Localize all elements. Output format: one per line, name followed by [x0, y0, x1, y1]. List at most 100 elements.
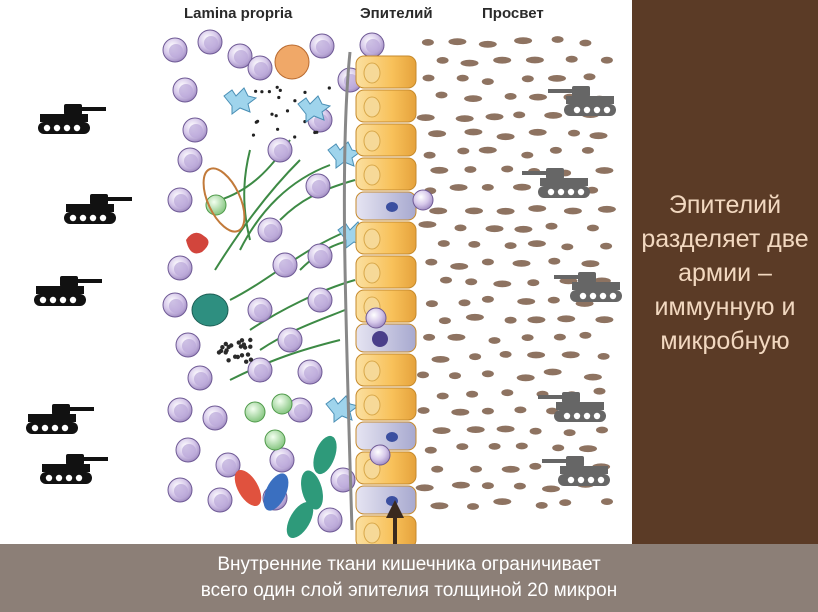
stromal-fibers: [214, 139, 361, 381]
bacterium: [579, 445, 597, 453]
bacterium: [586, 224, 599, 232]
granule: [241, 342, 247, 347]
bacterium: [465, 313, 484, 321]
particle: [327, 86, 331, 90]
bacterium: [421, 39, 434, 46]
bacterium: [425, 258, 438, 266]
tank-icon: [538, 392, 606, 422]
bacterium: [496, 425, 515, 433]
bacterium: [481, 295, 494, 303]
tank-icon: [554, 272, 622, 302]
tank-icon: [34, 276, 102, 306]
cell-nucleus: [363, 228, 381, 250]
effector-cell: [313, 435, 337, 475]
bacterium: [424, 446, 437, 454]
green-cell: [264, 429, 286, 451]
bacterium: [417, 371, 429, 379]
bacterium: [547, 296, 560, 304]
lymphocyte: [365, 307, 387, 329]
bacterium: [517, 298, 536, 305]
bacterium: [466, 426, 485, 433]
granule: [248, 337, 253, 343]
bacterium: [449, 372, 461, 380]
bacterium: [435, 91, 448, 99]
bacterium: [583, 73, 596, 81]
bacterium: [521, 75, 534, 83]
bacterium: [551, 36, 564, 43]
message-panel: Эпителий разделяет две армии – иммунную …: [632, 0, 818, 546]
bacterium: [568, 129, 580, 137]
bacterium: [501, 165, 514, 173]
bacterium: [521, 334, 534, 341]
bacterium: [561, 243, 574, 251]
bacterium: [601, 498, 613, 505]
cell-nucleus: [363, 522, 381, 544]
particle: [251, 133, 256, 137]
lumen-bacteria: [415, 36, 616, 510]
bacterium: [581, 147, 594, 154]
bacterium: [528, 128, 547, 136]
bacterium: [464, 128, 483, 136]
bacterium: [465, 207, 483, 215]
bacterium: [501, 465, 520, 473]
bacterium: [514, 225, 533, 233]
particle: [278, 88, 282, 92]
effector-cell: [234, 469, 262, 507]
granule: [236, 340, 241, 345]
granule: [220, 345, 225, 350]
dendritic-cell: [223, 87, 258, 115]
bacterium: [428, 130, 447, 138]
bacterium: [436, 57, 449, 64]
bacterium: [457, 147, 470, 155]
fiber: [243, 149, 251, 241]
bacterium: [513, 482, 526, 490]
cell-nucleus: [363, 96, 381, 118]
effector-cell: [263, 473, 289, 511]
bacterium: [493, 56, 512, 64]
bacterium: [516, 374, 535, 382]
bacterium: [481, 482, 494, 490]
bacterium: [481, 184, 494, 191]
bacterium: [418, 221, 437, 228]
bacterium: [431, 465, 444, 473]
bacterium: [429, 207, 448, 215]
lymphocyte: [412, 189, 434, 211]
fiber: [259, 309, 346, 351]
bacterium: [431, 356, 450, 363]
particle: [274, 114, 278, 118]
bacterium: [488, 337, 501, 344]
fiber: [229, 339, 341, 381]
bacterium: [600, 242, 613, 250]
bacterium: [455, 115, 474, 122]
bacterium: [481, 258, 494, 266]
cell-nucleus: [386, 202, 398, 212]
epithelium-pointer-arrow: [386, 500, 404, 546]
bacterium: [548, 257, 561, 265]
bacterium: [456, 74, 469, 82]
bacterium: [527, 279, 540, 287]
granule: [245, 352, 251, 357]
green-cell: [271, 393, 293, 415]
bacterium: [432, 427, 451, 434]
lamina-propria-cells: [162, 29, 385, 539]
particle: [315, 130, 319, 134]
bacterium: [529, 462, 542, 470]
bacterium: [512, 260, 531, 267]
tank-icon: [26, 404, 94, 434]
bacterium: [485, 225, 504, 233]
particle: [293, 135, 297, 139]
bacterium: [451, 481, 470, 489]
bacterium: [501, 389, 514, 397]
gut-epithelium-diagram: [162, 29, 616, 546]
particle: [254, 120, 258, 124]
bacterium: [597, 205, 616, 213]
bacterium: [521, 151, 534, 159]
bacterium: [544, 112, 563, 119]
fiber: [249, 279, 356, 331]
bacterium: [563, 429, 576, 437]
particle: [254, 89, 258, 93]
bacterium: [548, 75, 566, 82]
bacterium: [535, 502, 548, 509]
epithelial-cell: [355, 421, 417, 451]
epithelial-layer: [342, 51, 434, 546]
